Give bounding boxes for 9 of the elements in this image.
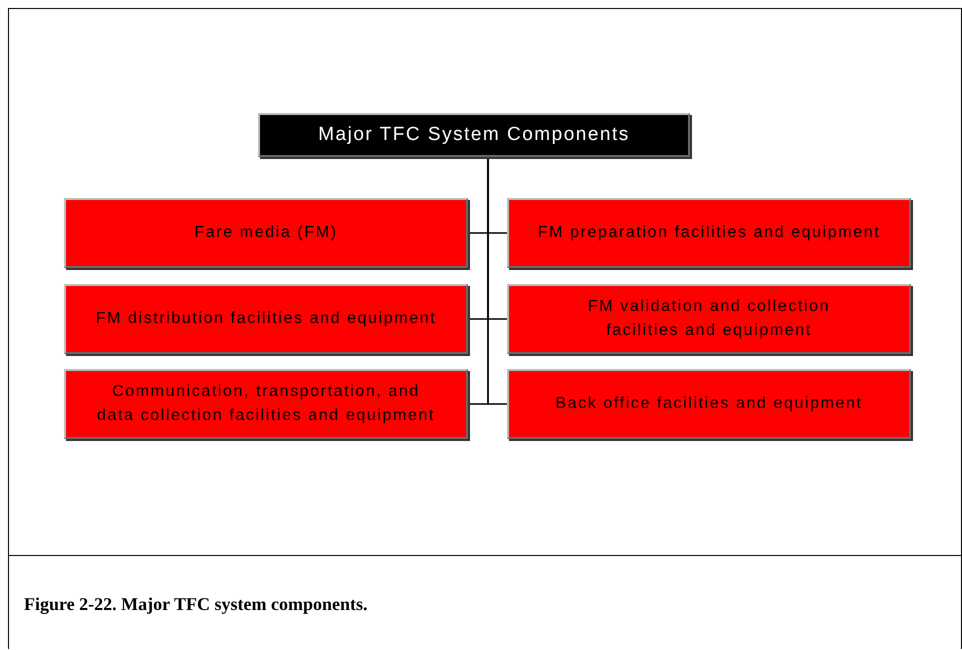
component-box: Fare media (FM)	[64, 198, 468, 268]
component-box: Back office facilities and equipment	[507, 369, 911, 439]
component-box: FM validation and collection facilities and equipment	[507, 284, 911, 354]
component-box: Communication, transportation, and data collection facilities and equipment	[64, 369, 468, 439]
component-box: FM distribution facilities and equipment	[64, 284, 468, 354]
title-box: Major TFC System Components	[258, 113, 690, 157]
figure-caption: Figure 2-22. Major TFC system components.	[24, 594, 368, 615]
connector-line	[487, 157, 507, 405]
component-box: FM preparation facilities and equipment	[507, 198, 911, 268]
